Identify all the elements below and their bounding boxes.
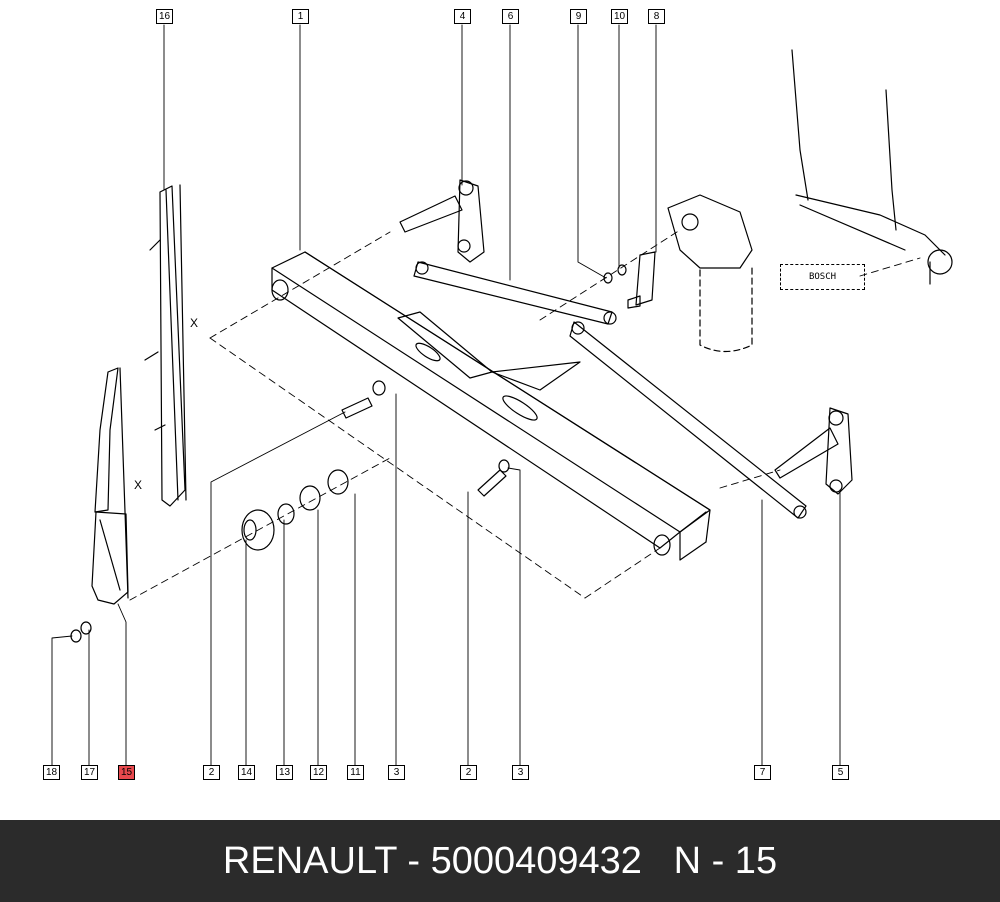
callout-13[interactable]: 13 [276, 765, 293, 780]
callout-12[interactable]: 12 [310, 765, 327, 780]
wiper-arm-part [91, 367, 129, 605]
callout-11[interactable]: 11 [347, 765, 364, 780]
hardware-parts [70, 264, 641, 643]
callout-3-left[interactable]: 3 [388, 765, 405, 780]
footer-part-number: 5000409432 [430, 840, 642, 882]
link-rod-7-part [569, 321, 807, 519]
callout-6[interactable]: 6 [502, 9, 519, 24]
footer-separator: - [396, 840, 431, 882]
leader-lines [51, 24, 841, 766]
callout-7[interactable]: 7 [754, 765, 771, 780]
footer-gap [642, 840, 674, 882]
callout-16[interactable]: 16 [156, 9, 173, 24]
wiper-motor-part [635, 194, 753, 353]
callout-1[interactable]: 1 [292, 9, 309, 24]
callout-18[interactable]: 18 [43, 765, 60, 780]
dimension-x-lower: X [134, 478, 143, 492]
dimension-x-upper: X [190, 316, 199, 330]
footer-brand: RENAULT [222, 840, 397, 882]
callout-14[interactable]: 14 [238, 765, 255, 780]
callout-15-highlighted[interactable]: 15 [118, 765, 135, 780]
part-footer-banner: RENAULT - 5000409432 N - 15 [0, 820, 1000, 902]
callout-5[interactable]: 5 [832, 765, 849, 780]
callout-3-right[interactable]: 3 [512, 765, 529, 780]
inset-sketch [791, 49, 953, 285]
crossbar-part [271, 251, 711, 561]
callout-10[interactable]: 10 [611, 9, 628, 24]
callout-2-left[interactable]: 2 [203, 765, 220, 780]
wiper-blade-part [144, 184, 187, 507]
diagram-stage: X X BOSCH 16 1 4 6 9 10 8 18 17 15 2 14 … [43, 9, 953, 780]
right-spindle-part [774, 407, 853, 495]
callout-2-right[interactable]: 2 [460, 765, 477, 780]
exploded-parts-diagram [51, 24, 953, 766]
callout-4[interactable]: 4 [454, 9, 471, 24]
callout-8[interactable]: 8 [648, 9, 665, 24]
bosch-motor-label: BOSCH [780, 264, 865, 290]
left-spindle-part [399, 179, 485, 263]
callout-17[interactable]: 17 [81, 765, 98, 780]
callout-9[interactable]: 9 [570, 9, 587, 24]
alignment-lines [129, 229, 921, 601]
footer-ref: N - 15 [673, 840, 778, 882]
link-rod-6-part [413, 261, 617, 325]
